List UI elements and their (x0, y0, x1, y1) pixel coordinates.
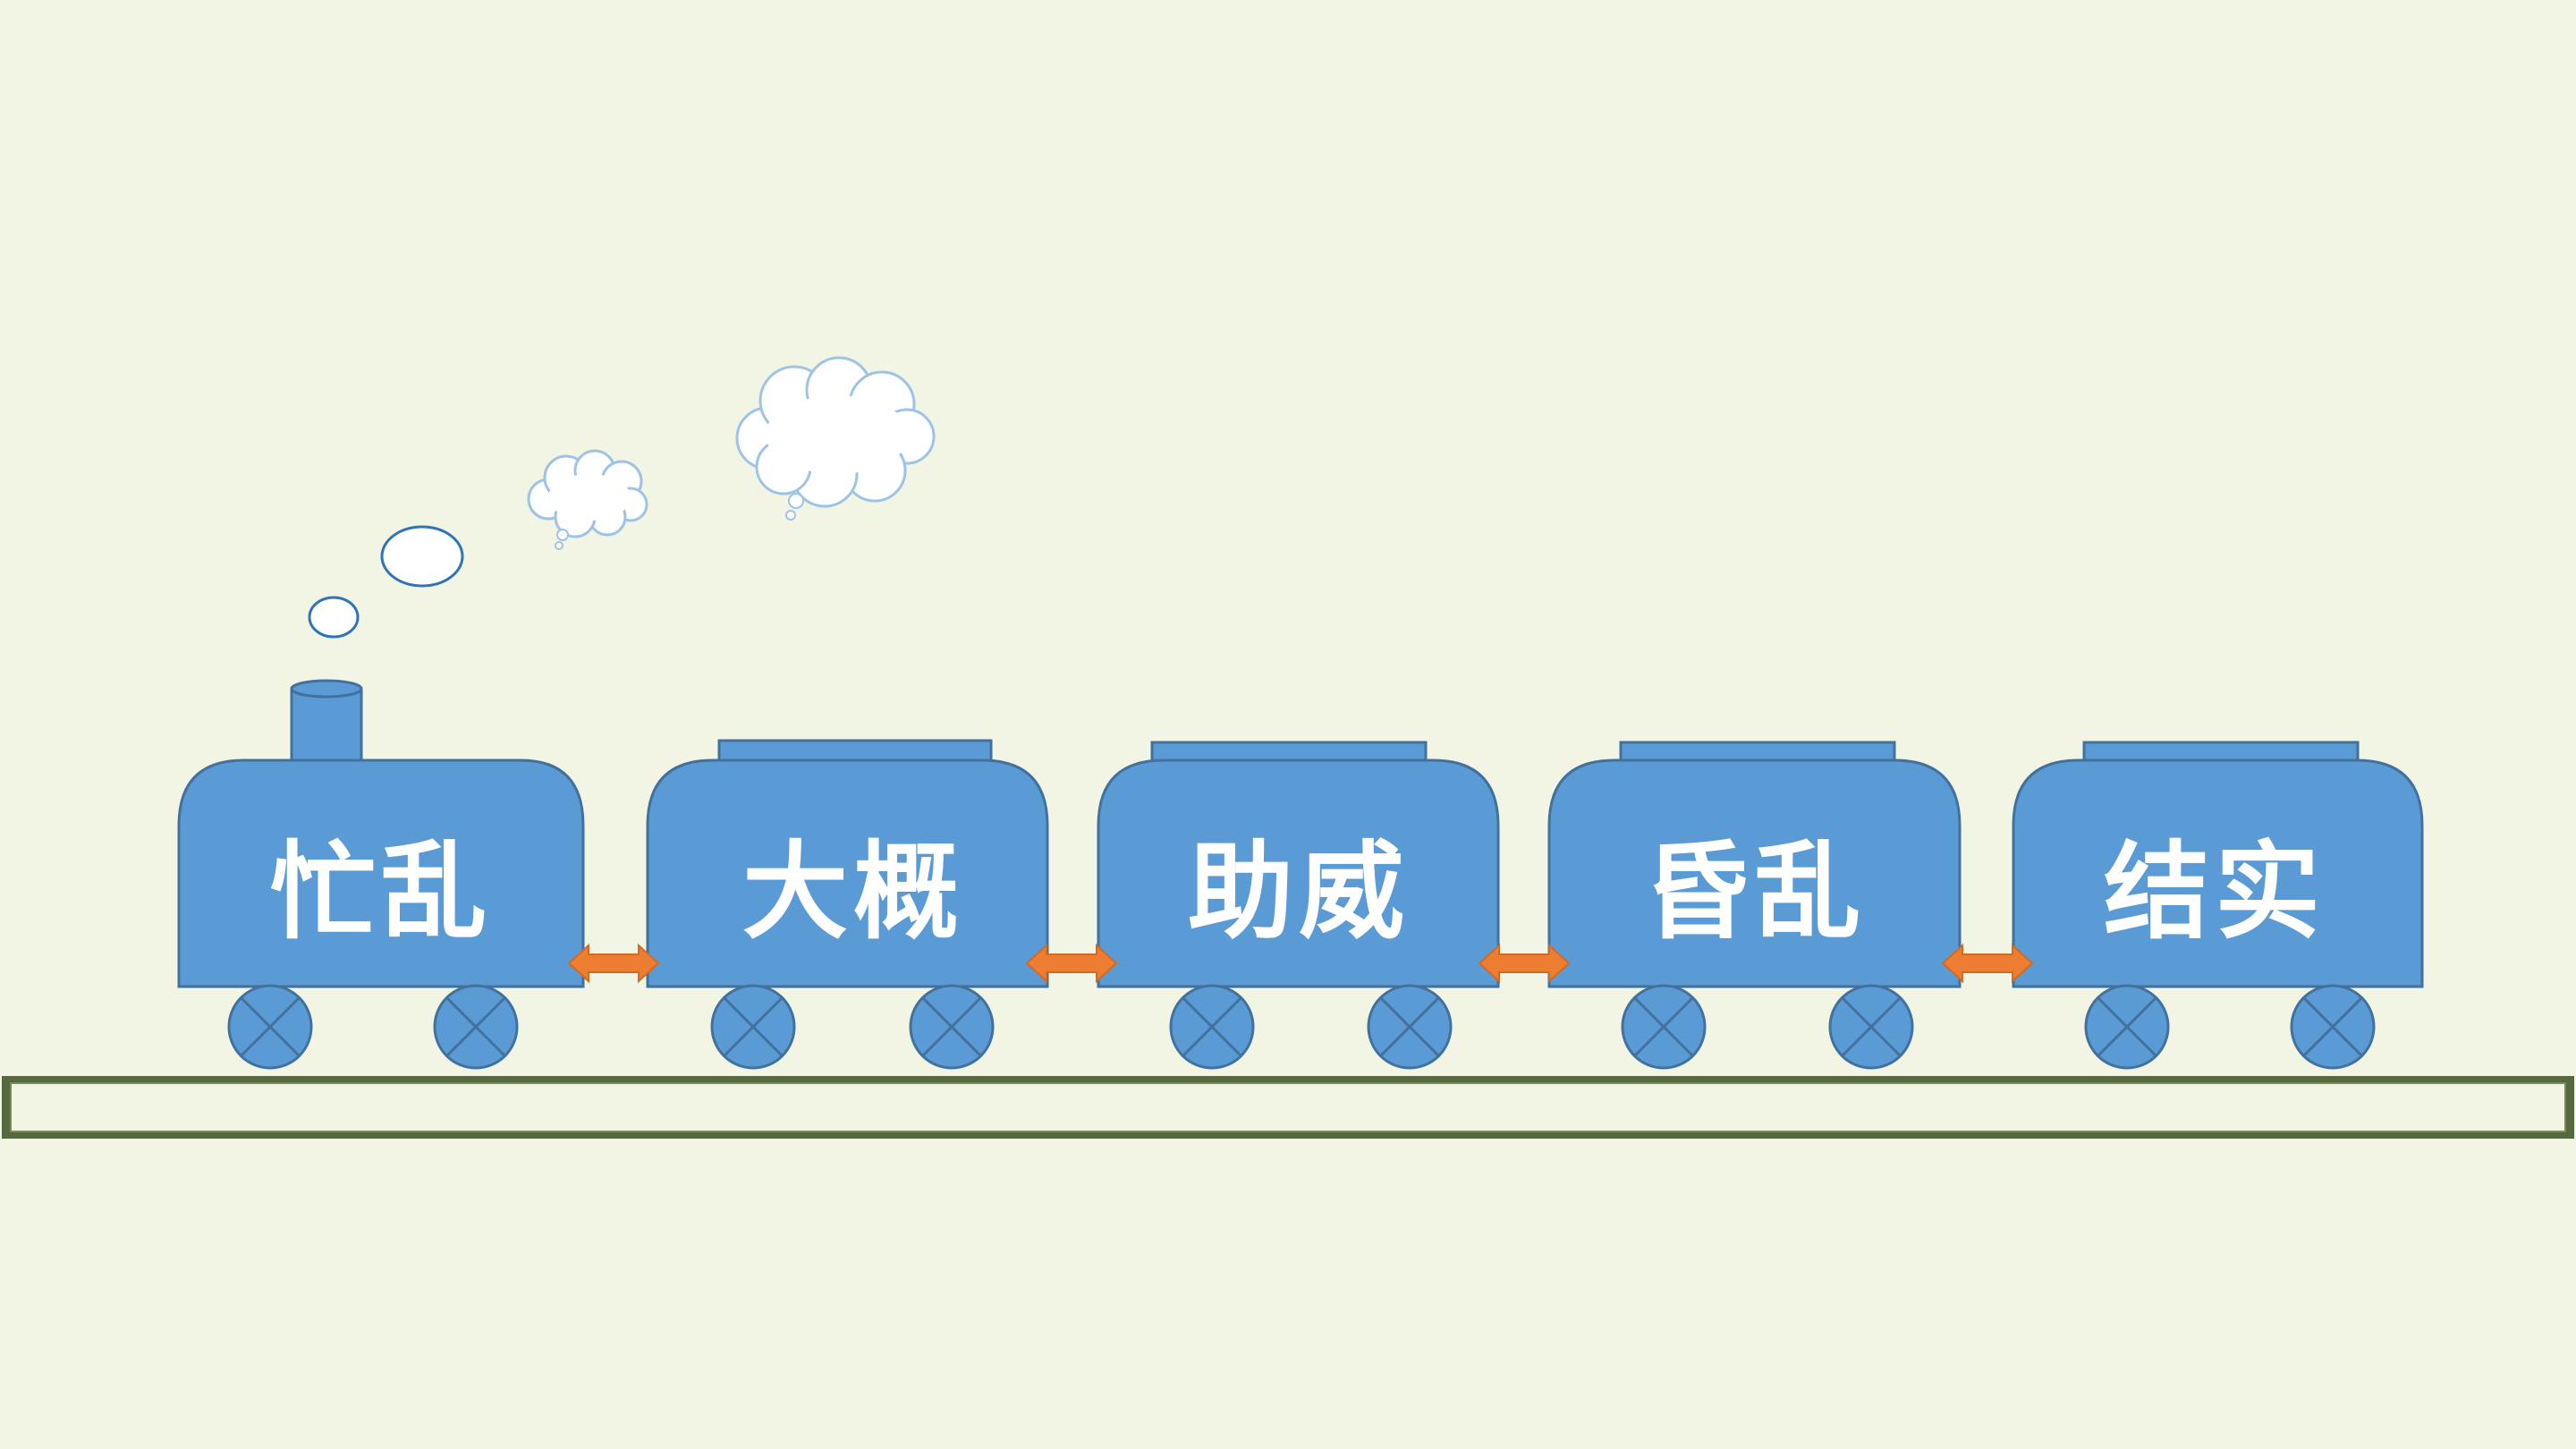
train-car-wagon: 大概 (646, 739, 1049, 1070)
wheel-icon (1367, 984, 1453, 1070)
double-arrow-coupler-icon (568, 945, 659, 982)
rail-track (2, 1076, 2574, 1139)
wheel-icon (2084, 984, 2170, 1070)
smoke-cloud-icon (735, 356, 936, 521)
wheel-icon (1828, 984, 1914, 1070)
wheel-icon (227, 984, 313, 1070)
double-arrow-coupler-icon (1479, 945, 1570, 982)
wheel-icon (2290, 984, 2376, 1070)
car-label: 助威 (1188, 829, 1410, 953)
train-car-wagon: 昏乱 (1547, 741, 1962, 1070)
double-arrow-coupler-icon (1026, 945, 1117, 982)
wheel-icon (1621, 984, 1707, 1070)
train-car-wagon: 助威 (1097, 741, 1500, 1070)
smoke-puff-small (308, 596, 360, 639)
car-label: 昏乱 (1644, 829, 1866, 953)
train-car-locomotive: 忙乱 (177, 679, 585, 1070)
car-label: 大概 (742, 829, 964, 953)
car-label: 结实 (2104, 829, 2326, 953)
car-label: 忙乱 (270, 829, 492, 953)
wheel-icon (710, 984, 796, 1070)
wheel-icon (433, 984, 519, 1070)
wheel-icon (909, 984, 995, 1070)
wheel-icon (1169, 984, 1255, 1070)
smoke-puffs (308, 356, 936, 639)
smoke-puff-medium (380, 525, 464, 588)
double-arrow-coupler-icon (1942, 945, 2033, 982)
smoke-cloud-icon (527, 449, 648, 550)
train-car-wagon: 结实 (2012, 741, 2424, 1070)
